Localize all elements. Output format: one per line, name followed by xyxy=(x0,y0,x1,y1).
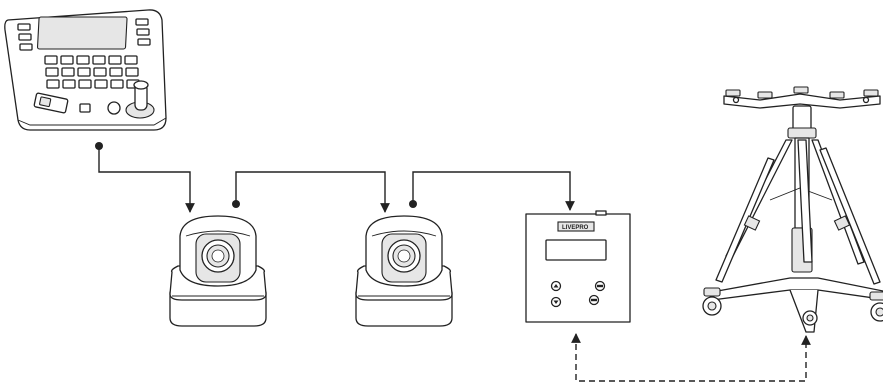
zoom-slider xyxy=(33,92,69,114)
brand-logo-text: LIVEPRO xyxy=(562,225,589,231)
joystick xyxy=(125,80,155,119)
connection-controller-camera1 xyxy=(95,142,195,213)
small-button xyxy=(79,103,91,113)
controller-display xyxy=(36,16,128,50)
controller-keypad xyxy=(44,55,140,89)
tripod-dolly xyxy=(702,86,883,333)
knob xyxy=(107,101,121,115)
ptz-controller xyxy=(4,9,167,131)
connection-camera1-camera2 xyxy=(232,171,390,213)
tripod-legs xyxy=(715,139,881,285)
ptz-camera-1 xyxy=(169,215,267,327)
dolly-base xyxy=(702,277,883,333)
connection-controlbox-tripod xyxy=(571,333,811,382)
connection-camera2-controlbox xyxy=(409,171,575,211)
control-unit: LIVEPRO xyxy=(525,210,631,323)
lcd-screen xyxy=(545,239,607,261)
ptz-camera-2 xyxy=(355,215,453,327)
mounting-bar xyxy=(723,86,881,109)
brand-logo xyxy=(557,221,595,232)
